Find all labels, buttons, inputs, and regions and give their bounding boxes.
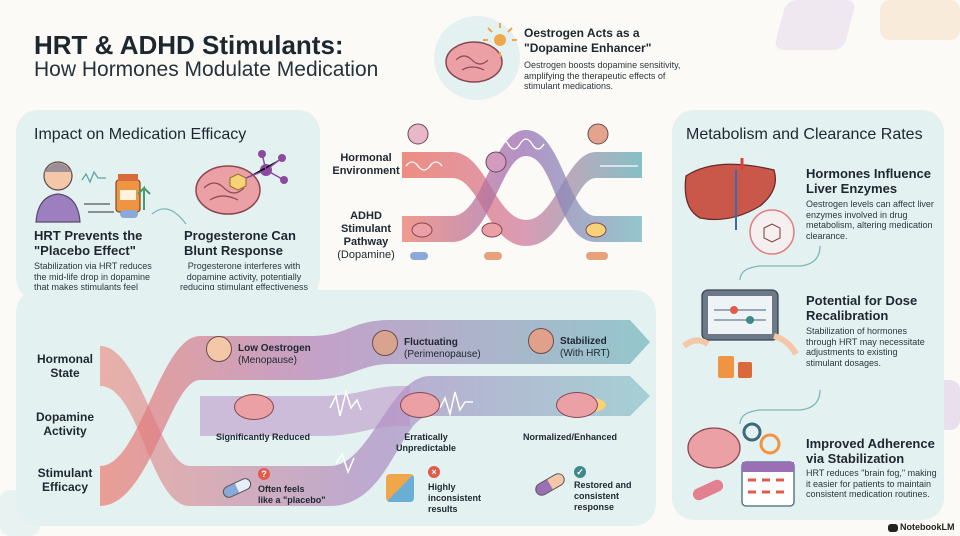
- stage-fluctuating-title: Fluctuating: [404, 337, 458, 348]
- error-icon: ×: [428, 466, 440, 478]
- row-label-dopamine-l2: Activity: [43, 424, 87, 438]
- efficacy-inconsistent-l1: Highly: [428, 482, 456, 492]
- brand-name: NotebookLM: [900, 522, 955, 532]
- woman-icon: [372, 330, 398, 356]
- adhd-label-l2: Stimulant: [340, 223, 392, 235]
- metabolism-connector: [739, 245, 821, 425]
- stage-low-oestrogen-sub: (Menopause): [238, 355, 297, 366]
- connector-line: [151, 208, 187, 225]
- efficacy-restored-l2: consistent: [574, 491, 620, 501]
- row-label-hormonal-l2: State: [50, 366, 80, 380]
- oestrogen-callout: Oestrogen Acts as a "Dopamine Enhancer" …: [432, 14, 692, 100]
- adhd-label-l1: ADHD: [350, 210, 382, 222]
- dopamine-normalized: Normalized/Enhanced: [522, 432, 618, 442]
- efficacy-placebo-l1: Often feels: [258, 484, 305, 494]
- adhd-label-l3: Pathway: [343, 236, 389, 248]
- liver-title-l1: Hormones Influence: [806, 166, 931, 181]
- stage-low-oestrogen-title: Low Oestrogen: [238, 343, 311, 354]
- hormonal-env-label-l1: Hormonal: [340, 152, 392, 164]
- row-label-efficacy-l2: Efficacy: [41, 480, 89, 494]
- adherence-title-l2: via Stabilization: [806, 451, 905, 466]
- stage-stabilized-title: Stabilized: [560, 336, 607, 347]
- brain-molecule-icon: [186, 148, 296, 224]
- brain-dim-icon: [234, 394, 274, 420]
- liver-body: Oestrogen levels can affect liver enzyme…: [806, 199, 934, 241]
- metabolism-heading: Metabolism and Clearance Rates: [686, 126, 923, 143]
- row-label-efficacy-l1: Stimulant: [37, 466, 93, 480]
- placebo-title-line1: HRT Prevents the: [34, 228, 143, 243]
- pathway-diagram: [402, 123, 642, 260]
- efficacy-restored-l1: Restored and: [574, 480, 632, 490]
- dose-body: Stabilization of hormones through HRT ma…: [806, 326, 925, 368]
- page-title: HRT & ADHD Stimulants:: [34, 30, 344, 60]
- page-subtitle: How Hormones Modulate Medication: [34, 58, 379, 81]
- adherence-title-l1: Improved Adherence: [806, 436, 935, 451]
- adhd-label-l4: (Dopamine): [337, 249, 395, 261]
- background-shape: [880, 0, 960, 40]
- oestrogen-title-line2: "Dopamine Enhancer": [524, 41, 652, 55]
- woman-icon: [528, 328, 554, 354]
- placebo-title-line2: "Placebo Effect": [34, 243, 136, 258]
- brain-calendar-icon: [682, 420, 800, 512]
- brain-erratic-icon: [400, 392, 440, 418]
- oestrogen-body: Oestrogen boosts dopamine sensitivity, a…: [524, 60, 681, 91]
- puzzle-icon: [386, 474, 414, 502]
- efficacy-inconsistent-l3: results: [428, 504, 458, 514]
- progesterone-title-line2: Blunt Response: [184, 243, 283, 258]
- hormonal-env-label-l2: Environment: [332, 165, 400, 177]
- stage-stabilized-sub: (With HRT): [560, 348, 610, 359]
- progesterone-title-line1: Progesterone Can: [184, 228, 296, 243]
- dose-title-l2: Recalibration: [806, 308, 889, 323]
- woman-pills-icon: [30, 150, 170, 226]
- efficacy-restored-l3: response: [574, 502, 615, 512]
- efficacy-inconsistent-l2: inconsistent: [428, 493, 482, 503]
- tablet-dosage-icon: [682, 286, 800, 386]
- brain-icon: [434, 16, 520, 100]
- brand-logo: [888, 524, 898, 532]
- liver-title-l2: Liver Enzymes: [806, 181, 898, 196]
- efficacy-placebo-l2: like a "placebo": [258, 495, 326, 505]
- check-icon: ✓: [574, 466, 586, 478]
- background-shape: [773, 0, 857, 50]
- row-label-hormonal-l1: Hormonal: [36, 352, 93, 366]
- woman-icon: [206, 336, 232, 362]
- oestrogen-title-line1: Oestrogen Acts as a: [524, 26, 640, 40]
- dopamine-reduced: Significantly Reduced: [215, 432, 311, 442]
- liver-icon: [680, 150, 800, 260]
- brain-enhanced-icon: [556, 392, 598, 418]
- dose-title-l1: Potential for Dose: [806, 293, 918, 308]
- adherence-body: HRT reduces "brain fog," making it easie…: [806, 468, 937, 499]
- row-label-dopamine-l1: Dopamine: [35, 410, 94, 424]
- dopamine-erratic: Erratically Unpredictable: [395, 432, 456, 453]
- efficacy-heading: Impact on Medication Efficacy: [34, 126, 247, 143]
- question-icon: ?: [258, 468, 270, 480]
- stage-fluctuating-sub: (Perimenopause): [404, 349, 481, 360]
